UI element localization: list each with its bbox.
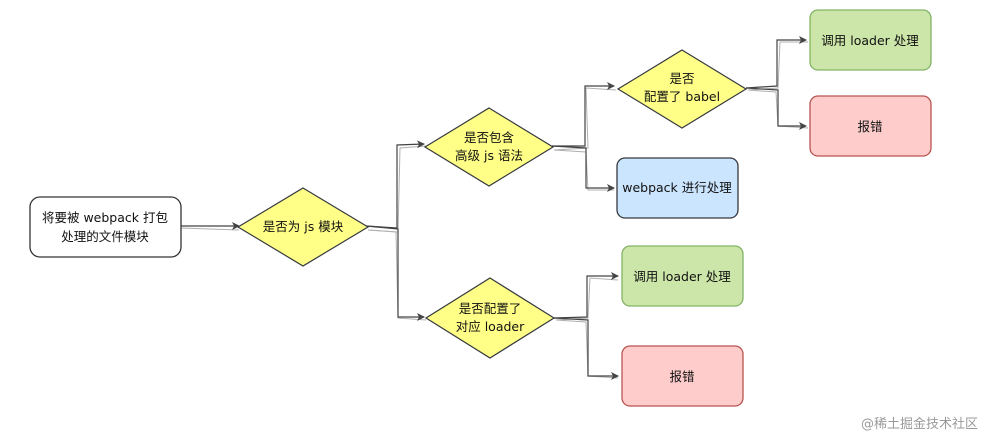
babel-call-loader-box: [809, 9, 932, 71]
start-node: 将要被 webpack 打包 处理的文件模块: [29, 196, 182, 258]
loader-error-box: [621, 345, 744, 407]
decision-babel-configured-line1: 是否: [669, 71, 694, 86]
decision-loader-configured: 是否配置了 对应 loader: [424, 277, 556, 359]
decision-advanced-syntax: 是否包含 高级 js 语法: [423, 107, 555, 187]
loader-call-box: [621, 245, 744, 307]
webpack-process-box: [616, 157, 739, 219]
edge-loader-to-error: [553, 317, 619, 380]
edge-loader-to-call: [553, 272, 619, 319]
edges: [180, 36, 809, 380]
edge-advanced-to-babel: [552, 82, 615, 147]
decision-advanced-syntax-shape: [423, 107, 555, 187]
start-node-line2: 处理的文件模块: [61, 229, 149, 244]
decision-is-js-module-shape: [236, 187, 370, 267]
webpack-process-label: webpack 进行处理: [622, 180, 732, 195]
decision-advanced-syntax-line1: 是否包含: [464, 130, 515, 145]
loader-error-label: 报错: [669, 369, 694, 384]
decision-babel-configured-shape: [616, 49, 748, 129]
start-node-box: [29, 196, 182, 258]
start-node-line1: 将要被 webpack 打包: [42, 210, 168, 225]
edge-babel-to-error: [745, 87, 807, 130]
decision-loader-configured-line1: 是否配置了: [459, 301, 522, 316]
babel-error-node: 报错: [809, 95, 932, 157]
decision-loader-configured-shape: [424, 277, 556, 359]
decision-is-js-module-label: 是否为 js 模块: [263, 219, 344, 234]
webpack-process-node: webpack 进行处理: [616, 157, 739, 219]
loader-error-node: 报错: [621, 345, 744, 407]
decision-babel-configured: 是否 配置了 babel: [616, 49, 748, 129]
edge-advanced-to-webpack: [551, 145, 615, 192]
decision-babel-configured-line2: 配置了 babel: [644, 89, 720, 104]
babel-error-label: 报错: [857, 119, 882, 134]
edge-js-to-loader: [365, 225, 425, 321]
watermark-text: @稀土掘金技术社区: [861, 416, 978, 432]
decision-is-js-module: 是否为 js 模块: [236, 187, 370, 267]
babel-error-box: [809, 95, 932, 157]
loader-call-node: 调用 loader 处理: [621, 245, 744, 307]
babel-call-loader-label: 调用 loader 处理: [821, 33, 919, 48]
decision-advanced-syntax-line2: 高级 js 语法: [455, 148, 523, 163]
loader-call-label: 调用 loader 处理: [633, 269, 731, 284]
decision-loader-configured-line2: 对应 loader: [456, 319, 525, 334]
babel-call-loader-node: 调用 loader 处理: [809, 9, 932, 71]
edge-js-to-advanced: [365, 140, 425, 229]
edge-babel-to-loader: [745, 36, 807, 89]
